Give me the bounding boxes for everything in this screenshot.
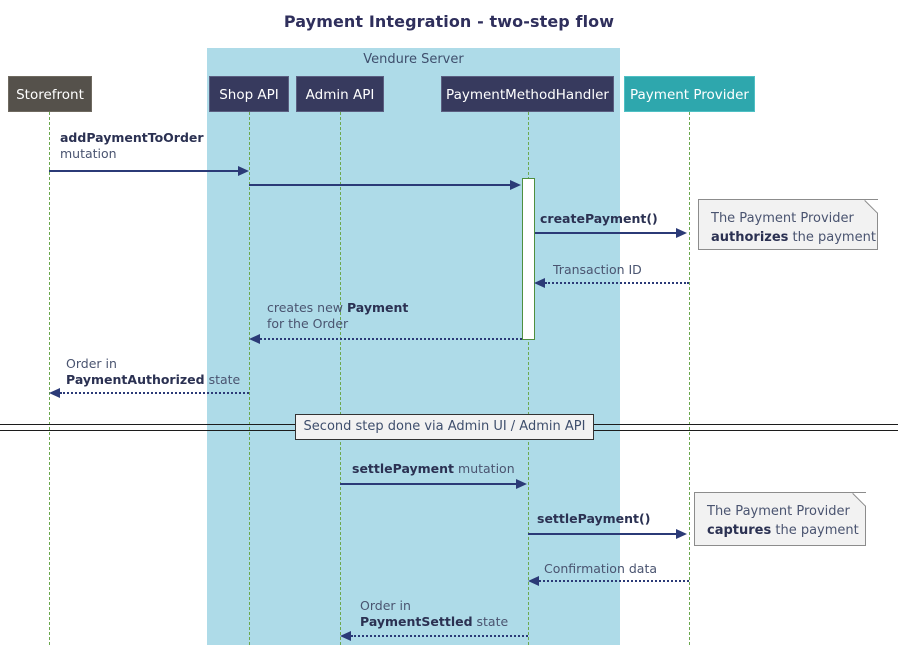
message-label-order-payment-authorized: Order in PaymentAuthorized state: [66, 356, 240, 388]
arrow-head-icon: [528, 576, 539, 586]
note-line-1: The Payment Provider: [707, 504, 850, 519]
message-arrow-order-payment-authorized: [60, 392, 249, 394]
message-label-line-2-bold: PaymentAuthorized: [66, 372, 205, 387]
message-label-create-payment: createPayment(): [540, 211, 658, 227]
message-label-confirmation-data: Confirmation data: [544, 561, 657, 577]
note-line-2-bold: authorizes: [711, 230, 789, 245]
lifeline-payment-method-handler: [528, 112, 529, 645]
participant-shop-api[interactable]: Shop API: [209, 76, 289, 112]
message-label-line-2-plain: state: [472, 614, 509, 629]
lifeline-admin-api: [340, 112, 341, 645]
note-authorizes-payment: The Payment Provider authorizes the paym…: [698, 199, 878, 250]
lifeline-shop-api: [249, 112, 250, 645]
divider-label-box: Second step done via Admin UI / Admin AP…: [295, 414, 594, 440]
arrow-head-icon: [49, 388, 60, 398]
message-arrow-creates-new-payment: [260, 338, 522, 340]
message-label-transaction-id: Transaction ID: [553, 262, 642, 278]
lifeline-storefront: [49, 112, 50, 645]
message-label-bold: settlePayment(): [537, 511, 651, 526]
message-arrow-transaction-id: [545, 282, 689, 284]
arrow-head-icon: [249, 334, 260, 344]
participant-admin-api[interactable]: Admin API: [296, 76, 384, 112]
message-arrow-confirmation-data: [539, 580, 689, 582]
message-arrow-order-payment-settled: [351, 635, 528, 637]
participant-payment-method-handler[interactable]: PaymentMethodHandler: [441, 76, 614, 112]
message-label-line-1-plain: creates new: [267, 300, 347, 315]
message-label-add-payment-to-order: addPaymentToOrder mutation: [60, 130, 204, 162]
note-line-1: The Payment Provider: [711, 211, 854, 226]
note-line-2-plain: the payment: [788, 230, 876, 245]
message-label-bold: createPayment(): [540, 211, 658, 226]
message-label-line-2-plain: for the Order: [267, 316, 349, 331]
message-label-plain: mutation: [454, 461, 515, 476]
arrow-head-icon: [516, 479, 527, 489]
message-label-bold: settlePayment: [352, 461, 455, 476]
message-arrow-shop-api-to-handler: [249, 184, 511, 186]
arrow-head-icon: [510, 180, 521, 190]
message-label-line-1-plain: Order in: [360, 598, 411, 613]
message-label-line-2-plain: state: [204, 372, 241, 387]
message-label-line-1-bold: Payment: [346, 300, 409, 315]
arrow-head-icon: [676, 529, 687, 539]
participant-payment-provider[interactable]: Payment Provider: [624, 76, 755, 112]
participant-storefront[interactable]: Storefront: [8, 76, 92, 112]
arrow-head-icon: [534, 278, 545, 288]
message-label-plain: Transaction ID: [553, 262, 642, 277]
message-label-bold: addPaymentToOrder: [60, 130, 204, 145]
message-arrow-create-payment: [535, 232, 677, 234]
message-label-creates-new-payment: creates new Payment for the Order: [267, 300, 408, 332]
message-arrow-settle-payment-call: [528, 533, 677, 535]
message-label-order-payment-settled: Order in PaymentSettled state: [360, 598, 508, 630]
activation-bar-payment-method-handler: [522, 178, 535, 340]
diagram-title: Payment Integration - two-step flow: [283, 12, 615, 31]
message-arrow-settle-payment-mutation: [340, 483, 517, 485]
message-label-settle-payment-mutation: settlePayment mutation: [352, 461, 515, 477]
arrow-head-icon: [340, 631, 351, 641]
note-captures-payment: The Payment Provider captures the paymen…: [694, 492, 866, 546]
message-label-line-2-bold: PaymentSettled: [360, 614, 473, 629]
message-label-line-1-plain: Order in: [66, 356, 117, 371]
group-box-vendure-server: [207, 48, 620, 645]
message-arrow-add-payment-to-order: [49, 170, 239, 172]
group-label: Vendure Server: [363, 52, 464, 67]
note-line-2-plain: the payment: [771, 523, 859, 538]
message-label-plain: Confirmation data: [544, 561, 658, 576]
note-line-2-bold: captures: [707, 523, 772, 538]
arrow-head-icon: [676, 228, 687, 238]
message-label-settle-payment-call: settlePayment(): [537, 511, 650, 527]
message-label-plain: mutation: [60, 146, 117, 161]
arrow-head-icon: [238, 166, 249, 176]
lifeline-payment-provider: [689, 112, 690, 645]
